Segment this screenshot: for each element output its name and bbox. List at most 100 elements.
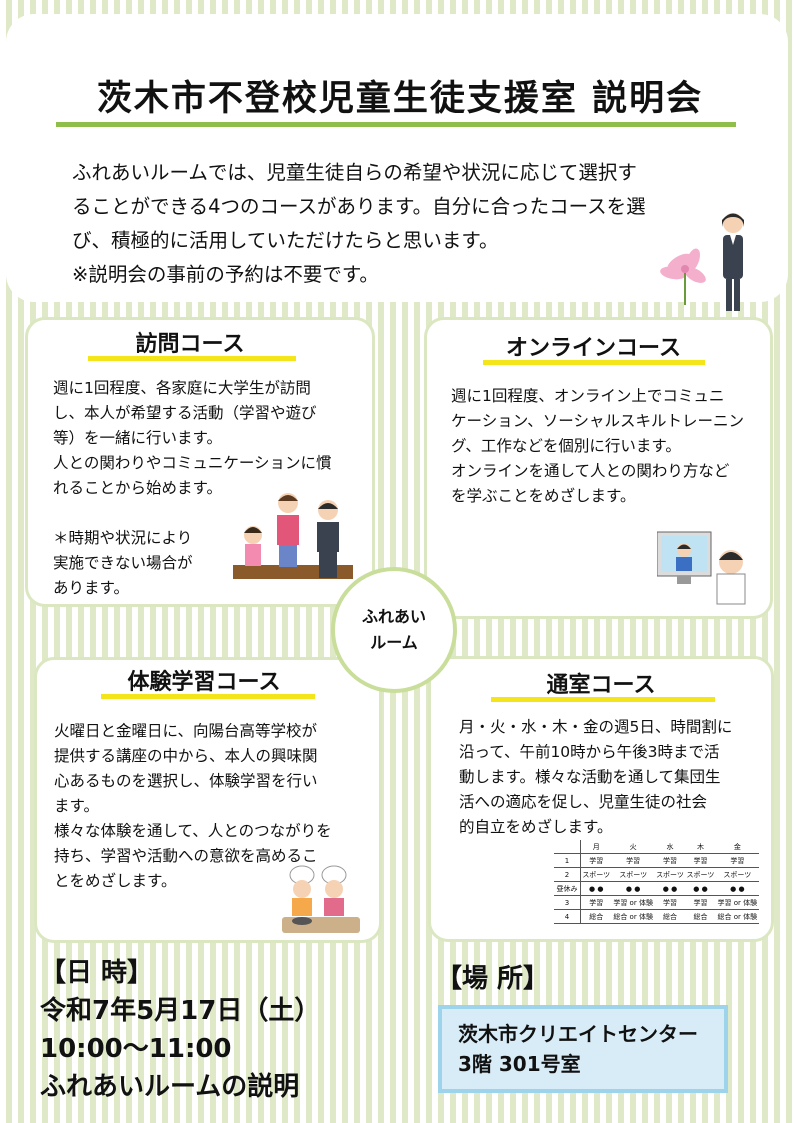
- online-session-illustration: [657, 531, 746, 605]
- timetable-cell: 総合: [685, 909, 716, 924]
- text-line: 週に1回程度、各家庭に大学生が訪問: [53, 379, 311, 397]
- intro-line: ることができる4つのコースがあります。自分に合ったコースを選: [72, 195, 646, 218]
- flower-icon: [660, 248, 706, 283]
- timetable-cell: 総合 or 体験: [715, 909, 759, 924]
- schedule-time: 10:00～11:00: [40, 1034, 232, 1064]
- intro-line: ※説明会の事前の予約は不要です。: [72, 263, 379, 286]
- student-visitor-icon: [317, 500, 339, 578]
- flower-staff-illustration: [660, 213, 744, 311]
- timetable-cell: 学習: [685, 895, 716, 910]
- card-text: 火曜日と金曜日に、向陽台高等学校が 提供する講座の中から、本人の興味関 心あるも…: [54, 719, 332, 894]
- timetable-row: 4 総合 総合 or 体験 総合 総合 総合 or 体験: [554, 909, 759, 924]
- timetable-header-row: 月 火 水 木 金: [554, 840, 759, 854]
- mother-icon: [277, 493, 299, 567]
- timetable-cell: スポーツ: [715, 867, 759, 882]
- text-line: 火曜日と金曜日に、向陽台高等学校が: [54, 722, 318, 740]
- timetable-cell: ● ●: [715, 881, 759, 896]
- timetable-cell: 学習: [654, 895, 686, 910]
- timetable-cell: スポーツ: [654, 867, 686, 882]
- experience-course-card: 体験学習コース 火曜日と金曜日に、向陽台高等学校が 提供する講座の中から、本人の…: [34, 657, 382, 943]
- child-icon: [244, 526, 262, 566]
- home-visit-illustration: [233, 493, 353, 579]
- text-line: 様々な体験を通して、人とのつながりを: [54, 822, 332, 840]
- timetable-row: 昼休み ● ● ● ● ● ● ● ● ● ●: [554, 881, 759, 896]
- timetable-cell: ● ●: [685, 881, 716, 896]
- card-text: 週に1回程度、オンライン上でコミュニ ケーション、ソーシャルスキルトレーニン グ…: [451, 384, 744, 509]
- timetable-corner: [554, 840, 581, 854]
- text-line: 活への適応を促し、児童生徒の社会: [459, 793, 708, 811]
- card-title: 訪問コース: [135, 332, 245, 357]
- timetable-cell: 学習: [654, 853, 686, 868]
- schedule-heading: 【日 時】: [40, 958, 154, 988]
- timetable-row: 1 学習 学習 学習 学習 学習: [554, 853, 759, 868]
- timetable-cell: 総合: [580, 909, 612, 924]
- text-line: 動します。様々な活動を通して集団生: [459, 768, 721, 786]
- schedule-content: ふれあいルームの説明: [40, 1072, 300, 1102]
- timetable-cell: 学習: [685, 853, 716, 868]
- period-label: 1: [554, 853, 581, 868]
- text-line: とをめざします。: [54, 872, 177, 890]
- intro-line: ふれあいルームでは、児童生徒自らの希望や状況に応じて選択す: [72, 161, 637, 184]
- timetable-cell: 総合 or 体験: [611, 909, 655, 924]
- timetable-row: 3 学習 学習 or 体験 学習 学習 学習 or 体験: [554, 895, 759, 910]
- note-line: 実施できない場合が: [53, 554, 193, 572]
- period-label: 昼休み: [554, 881, 581, 896]
- timetable-cell: ● ●: [611, 881, 655, 896]
- text-line: 等）を一緒に行います。: [53, 429, 222, 447]
- day-header: 月: [580, 840, 612, 854]
- monitor-icon: [657, 531, 712, 584]
- text-line: れることから始めます。: [53, 479, 222, 497]
- text-line: を学ぶことをめざします。: [451, 487, 636, 505]
- card-title-underline: [88, 356, 296, 361]
- text-line: 的自立をめざします。: [459, 818, 613, 836]
- text-line: 沿って、午前10時から午後3時まで活: [459, 743, 720, 761]
- text-line: し、本人が希望する活動（学習や遊び: [53, 404, 317, 422]
- timetable-cell: 学習: [580, 895, 612, 910]
- text-line: 提供する講座の中から、本人の興味関: [54, 747, 318, 765]
- day-header: 火: [611, 840, 655, 854]
- staff-woman-icon: [722, 213, 744, 311]
- timetable-cell: 学習 or 体験: [611, 895, 655, 910]
- timetable-cell: スポーツ: [611, 867, 655, 882]
- period-label: 2: [554, 867, 581, 882]
- card-text: 週に1回程度、各家庭に大学生が訪問 し、本人が希望する活動（学習や遊び 等）を一…: [53, 376, 332, 601]
- timetable-cell: スポーツ: [580, 867, 612, 882]
- card-title: 通室コース: [546, 673, 656, 698]
- schedule-date: 令和7年5月17日（土）: [40, 996, 321, 1026]
- place-heading: 【場 所】: [436, 964, 550, 994]
- timetable: 月 火 水 木 金 1 学習 学習 学習 学習 学習 2 スポーツ スポーツ ス…: [554, 840, 759, 924]
- card-title-underline: [101, 694, 315, 699]
- text-line: オンラインを通して人との関わり方など: [451, 462, 730, 480]
- place-box: 茨木市クリエイトセンター 3階 301号室: [438, 1005, 728, 1093]
- timetable-cell: ● ●: [580, 881, 612, 896]
- place-room: 3階 301号室: [458, 1052, 581, 1076]
- card-title-underline: [483, 360, 705, 365]
- fureai-room-badge: ふれあい ルーム: [331, 567, 457, 693]
- place-name: 茨木市クリエイトセンター: [458, 1022, 698, 1046]
- text-line: ケーション、ソーシャルスキルトレーニン: [451, 412, 744, 430]
- text-line: 持ち、学習や活動への意欲を高めるこ: [54, 847, 318, 865]
- cooking-illustration: [282, 865, 360, 933]
- timetable-cell: 学習: [580, 853, 612, 868]
- card-title: オンラインコース: [506, 336, 681, 361]
- text-line: 人との関わりやコミュニケーションに慣: [53, 454, 332, 472]
- header-panel: [6, 14, 788, 302]
- page-title: 茨木市不登校児童生徒支援室 説明会: [96, 79, 704, 119]
- timetable-cell: ● ●: [654, 881, 686, 896]
- timetable-cell: 学習: [611, 853, 655, 868]
- chef-child-icon: [321, 865, 347, 916]
- period-label: 4: [554, 909, 581, 924]
- text-line: 月・火・水・木・金の週5日、時間割に: [459, 718, 733, 736]
- text-line: 週に1回程度、オンライン上でコミュニ: [451, 387, 725, 405]
- text-line: 心あるものを選択し、体験学習を行い: [54, 772, 318, 790]
- timetable-cell: 総合: [654, 909, 686, 924]
- day-header: 木: [685, 840, 716, 854]
- period-label: 3: [554, 895, 581, 910]
- intro-line: び、積極的に活用していただけたらと思います。: [72, 229, 499, 252]
- text-line: グ、工作などを個別に行います。: [451, 437, 681, 455]
- visit-course-card: 訪問コース 週に1回程度、各家庭に大学生が訪問 し、本人が希望する活動（学習や遊…: [25, 317, 375, 607]
- chef-child-icon: [289, 865, 315, 916]
- text-line: ます。: [54, 797, 99, 815]
- timetable-cell: 学習 or 体験: [715, 895, 759, 910]
- day-header: 金: [715, 840, 759, 854]
